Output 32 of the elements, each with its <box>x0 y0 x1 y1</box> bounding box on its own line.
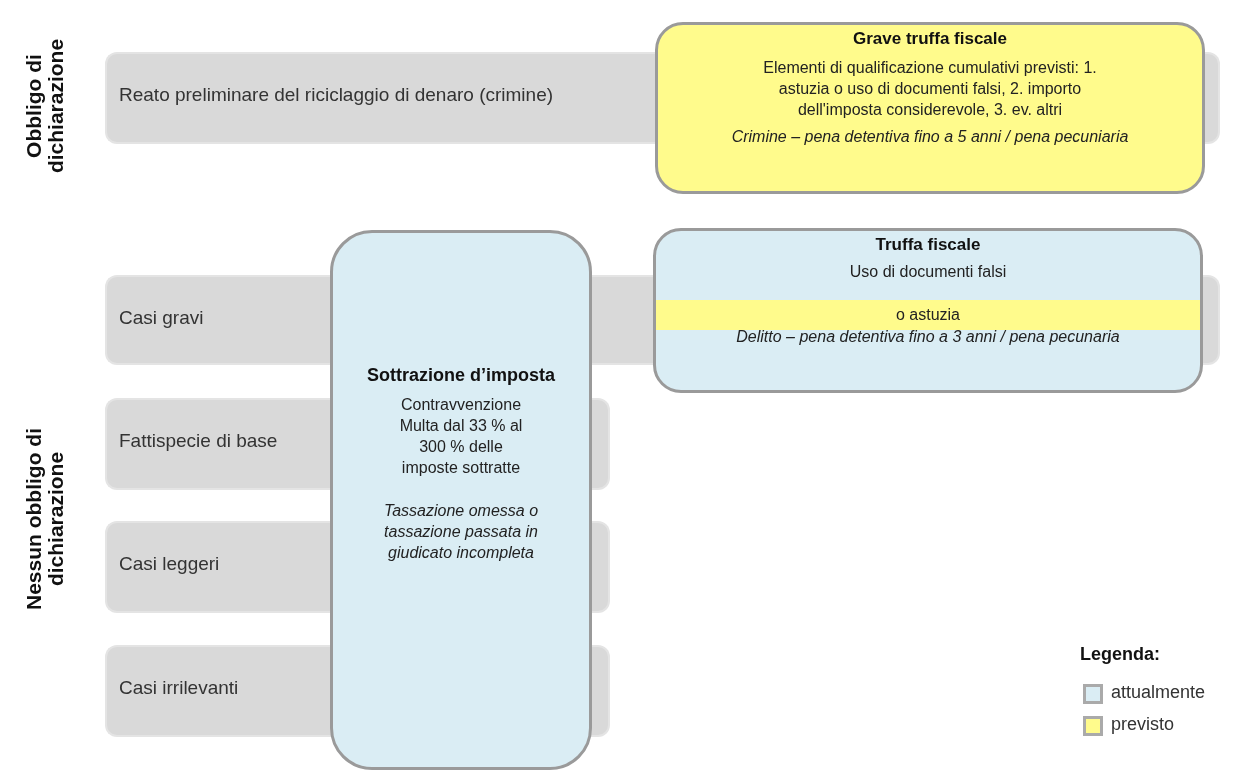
category-label: Casi leggeri <box>119 553 220 575</box>
card-text: Elementi di qualificazione cumulativi previsti: 1. astuzia o uso di documenti falsi, 2. importo dell'imposta considerevole, 3. ev. altri <box>762 58 1098 120</box>
bar-segment <box>590 645 610 737</box>
bar-segment <box>590 521 610 613</box>
category-label: Casi irrilevanti <box>119 677 239 699</box>
row-group-label: Obbligo di dichiarazione <box>23 37 67 176</box>
card-title: Sottrazione d’imposta <box>366 365 556 386</box>
category-label: Casi gravi <box>119 307 204 329</box>
category-label: Fattispecie di base <box>119 430 278 452</box>
highlight-band: o astuzia <box>656 300 1200 330</box>
category-bar <box>105 398 332 490</box>
card-text: Contravvenzione Multa dal 33 % al 300 % delle imposte sottratte <box>398 395 524 478</box>
bar-segment <box>590 398 610 490</box>
legend-title: Legenda: <box>1080 644 1160 665</box>
category-bar <box>105 52 657 144</box>
legend-label: attualmente <box>1111 682 1206 703</box>
penalty-note: Tassazione omessa o tassazione passata in giudicato incompleta <box>382 501 540 563</box>
category-bar <box>105 275 332 365</box>
penalty-note: Crimine – pena detentiva fino a 5 anni / pena pecuniaria <box>730 127 1130 147</box>
offense-card <box>653 228 1203 393</box>
offense-card <box>655 22 1205 194</box>
card-title: Grave truffa fiscale <box>852 29 1008 49</box>
offense-card <box>330 230 592 770</box>
card-text: Uso di documenti falsi <box>848 262 1008 282</box>
row-group-label: Nessun obbligo di dichiarazione <box>23 427 67 612</box>
category-label: Reato preliminare del riciclaggio di denaro (crimine) <box>119 84 554 106</box>
legend-label: previsto <box>1111 714 1175 735</box>
card-title: Truffa fiscale <box>874 235 982 255</box>
category-bar <box>105 645 332 737</box>
category-bar <box>105 521 332 613</box>
penalty-note: Delitto – pena detentiva fino a 3 anni / pena pecunaria <box>735 327 1121 347</box>
bar-segment <box>590 275 655 365</box>
